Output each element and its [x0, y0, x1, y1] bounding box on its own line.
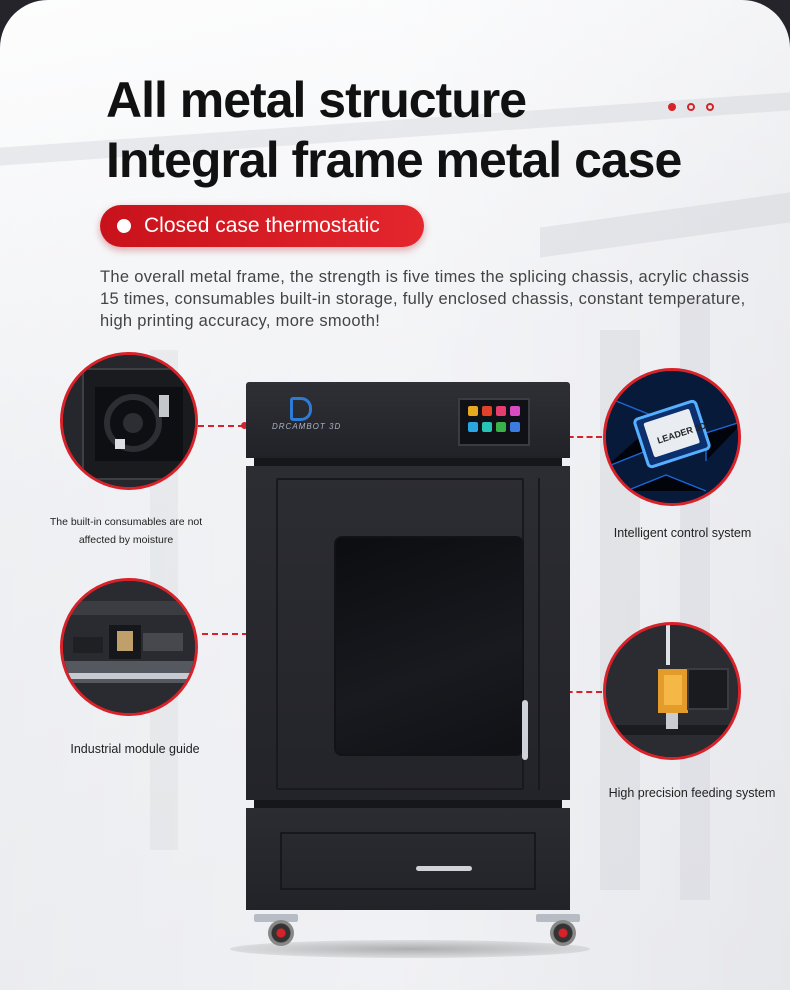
feature-badge: Closed case thermostatic: [100, 205, 424, 247]
printer-base-cabinet: [246, 808, 570, 910]
brand-logo-icon: [290, 397, 312, 421]
leader-line: [198, 425, 244, 427]
printer-build-chamber: [246, 466, 570, 800]
door-handle: [522, 700, 528, 760]
touch-screen: [458, 398, 530, 446]
caster-plate: [254, 914, 298, 922]
dot-outline-icon: [706, 103, 714, 111]
cabinet-seam: [254, 800, 562, 808]
description: The overall metal frame, the strength is…: [100, 268, 750, 330]
caster-plate: [536, 914, 580, 922]
feeding-system-photo: [603, 622, 741, 760]
drawer-handle: [416, 866, 472, 871]
screen-app-icon: [496, 422, 506, 432]
headline-line-1: All metal structure: [106, 72, 527, 128]
headline: All metal structure Integral frame metal…: [106, 70, 682, 190]
storage-drawer: [280, 832, 536, 890]
background-beam: [540, 192, 790, 258]
feature-badge-label: Closed case thermostatic: [144, 214, 380, 237]
bullet-icon: [117, 219, 131, 233]
feature-label-module-guide: Industrial module guide: [70, 742, 200, 756]
dot-filled-icon: [668, 103, 676, 111]
feature-label-feeding-system: High precision feeding system: [608, 786, 776, 800]
screen-app-icon: [482, 422, 492, 432]
screen-app-icon: [468, 406, 478, 416]
printer-illustration: DRCAMBOT 3D: [246, 382, 580, 946]
cabinet-seam: [254, 458, 562, 466]
decorative-dots: [668, 103, 714, 111]
control-chip-photo: LEADER 3D: [603, 368, 741, 506]
leader-dot: [241, 422, 248, 429]
extruder-icon: [606, 625, 738, 757]
dot-outline-icon: [687, 103, 695, 111]
screen-app-icon: [482, 406, 492, 416]
chip-icon: LEADER 3D: [606, 371, 738, 503]
screen-app-icon: [510, 422, 520, 432]
caster-wheel-right: [536, 914, 580, 946]
caster-wheel-left: [254, 914, 298, 946]
brand-name: DRCAMBOT 3D: [272, 422, 342, 431]
screen-app-icon: [468, 422, 478, 432]
chamber-door: [276, 478, 528, 790]
feature-label-consumables: The built-in consumables are not affecte…: [49, 516, 203, 546]
screen-app-icon: [510, 406, 520, 416]
screen-app-icon: [496, 406, 506, 416]
module-guide-photo: [60, 578, 198, 716]
feature-label-control-system: Intelligent control system: [613, 526, 752, 540]
wheel-icon: [550, 920, 576, 946]
linear-guide-icon: [63, 581, 195, 713]
wheel-icon: [268, 920, 294, 946]
storage-compartment-icon: [63, 355, 195, 487]
side-panel: [538, 478, 564, 790]
door-window: [334, 536, 524, 756]
consumables-storage-photo: [60, 352, 198, 490]
printer-shadow: [230, 940, 590, 958]
printer-top-cabinet: DRCAMBOT 3D: [246, 382, 570, 458]
headline-line-2: Integral frame metal case: [106, 132, 682, 188]
